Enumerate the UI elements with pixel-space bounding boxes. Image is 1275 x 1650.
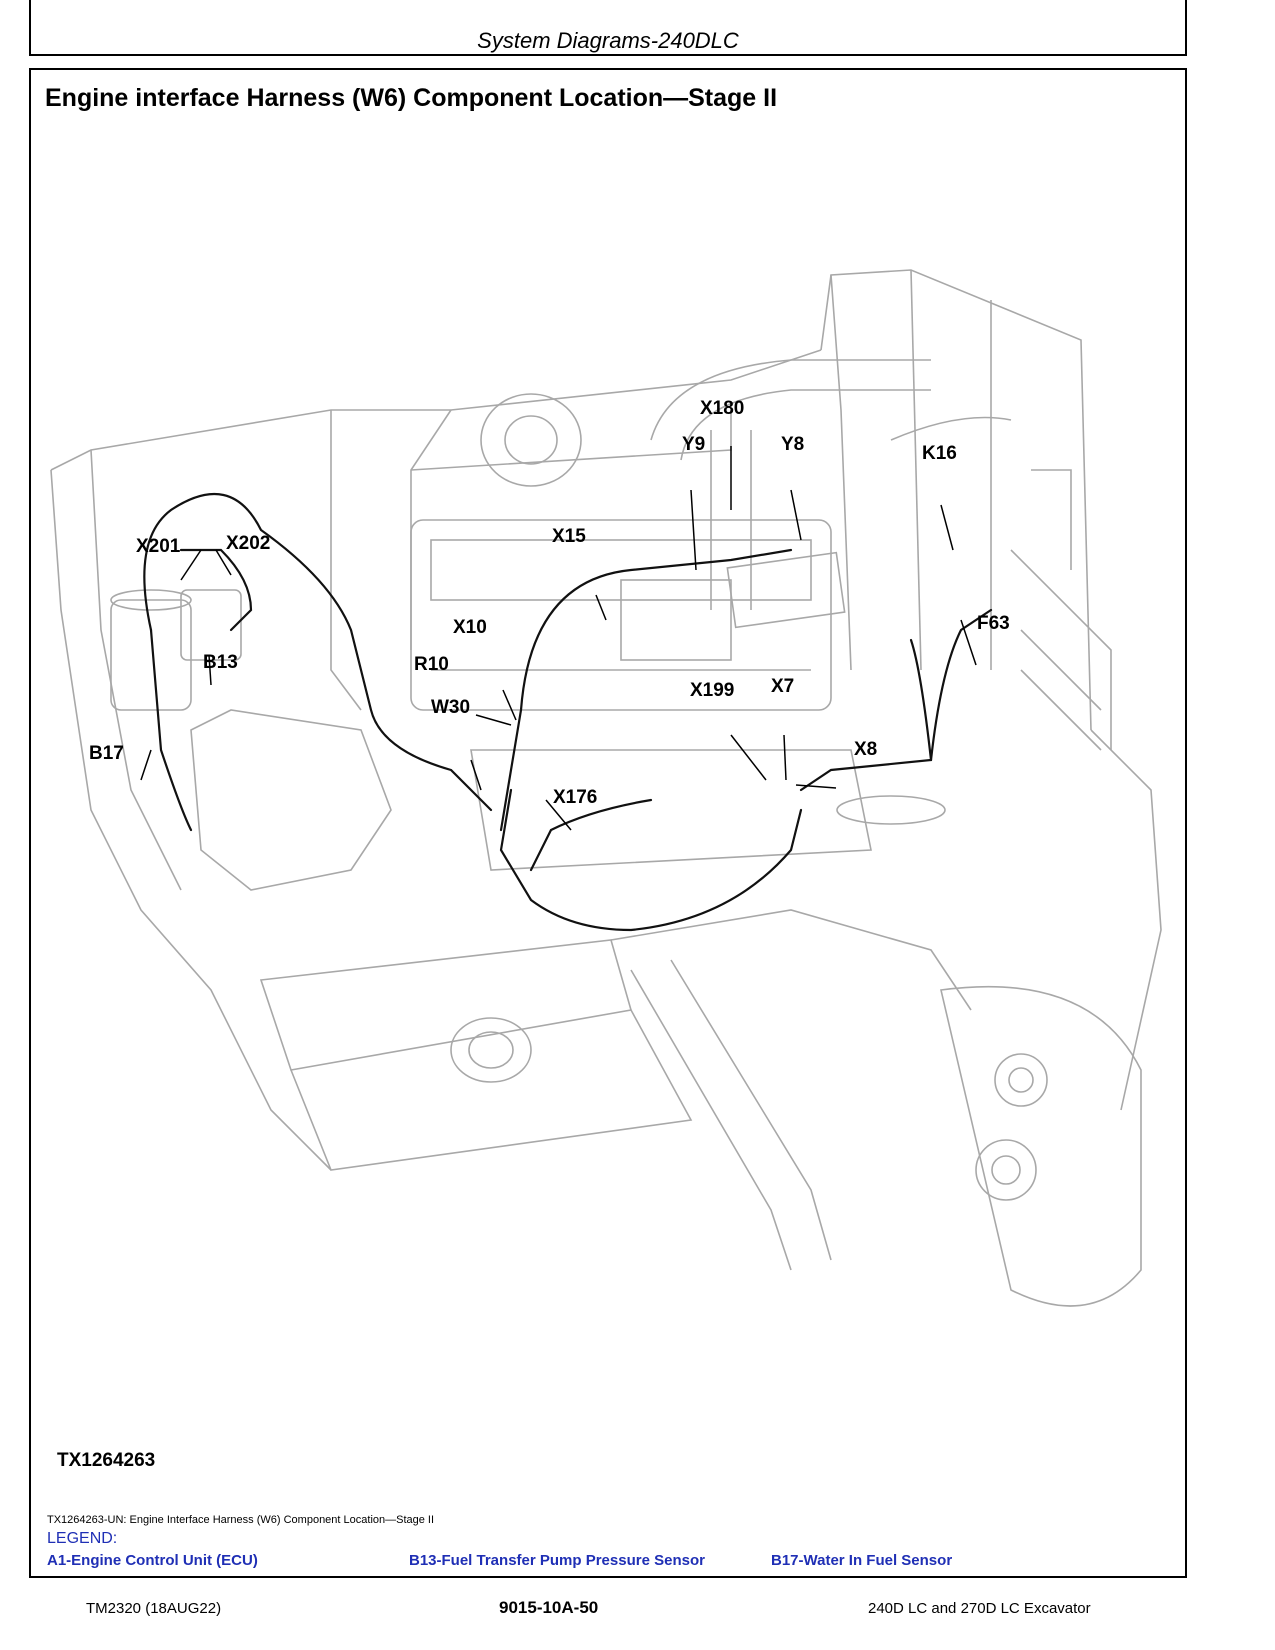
footer-page-number: 9015-10A-50 xyxy=(499,1598,599,1617)
callout-x176: X176 xyxy=(553,787,598,808)
figure-id: TX1264263 xyxy=(57,1450,156,1471)
callout-x8: X8 xyxy=(854,739,878,760)
callout-f63: F63 xyxy=(977,613,1010,634)
callout-x201: X201 xyxy=(136,536,181,557)
callout-x202: X202 xyxy=(226,533,271,554)
callout-w30: W30 xyxy=(431,697,471,718)
callout-b13: B13 xyxy=(203,652,238,673)
legend-heading: LEGEND: xyxy=(47,1530,118,1547)
callout-x7: X7 xyxy=(771,676,795,697)
legend-item-b17: B17-Water In Fuel Sensor xyxy=(771,1552,953,1569)
figure-caption: TX1264263-UN: Engine Interface Harness (… xyxy=(47,1514,435,1526)
page-title: Engine interface Harness (W6) Component … xyxy=(45,84,778,112)
footer-manual-id: TM2320 (18AUG22) xyxy=(86,1600,222,1617)
page-header: System Diagrams-240DLC xyxy=(29,0,1187,56)
content-frame: Engine interface Harness (W6) Component … xyxy=(29,68,1187,1578)
callout-k16: K16 xyxy=(922,443,957,464)
callout-x180: X180 xyxy=(700,398,745,419)
callout-r10: R10 xyxy=(414,654,449,675)
legend-item-a1: A1-Engine Control Unit (ECU) xyxy=(47,1552,258,1569)
callout-y9: Y9 xyxy=(682,434,706,455)
callout-y8: Y8 xyxy=(781,434,805,455)
callout-x15: X15 xyxy=(552,526,586,547)
header-title: System Diagrams-240DLC xyxy=(477,28,739,53)
callout-b17: B17 xyxy=(89,743,124,764)
engine-harness-illustration xyxy=(50,269,1162,1307)
callout-x10: X10 xyxy=(453,617,487,638)
legend-item-b13: B13-Fuel Transfer Pump Pressure Sensor xyxy=(409,1552,705,1569)
footer-machine-model: 240D LC and 270D LC Excavator xyxy=(868,1600,1091,1617)
callout-x199: X199 xyxy=(690,680,735,701)
